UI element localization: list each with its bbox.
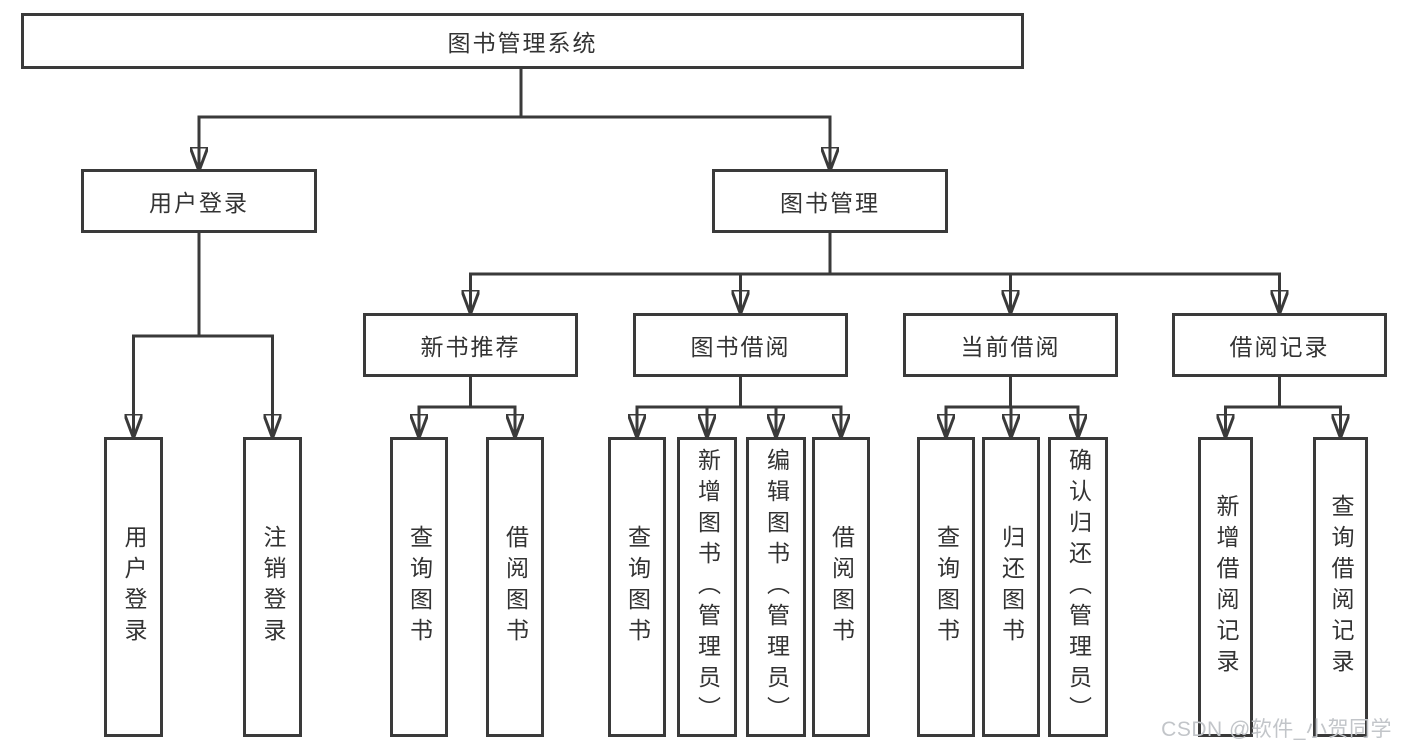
leaf-br-query-record-label: 查询借阅记录 <box>1328 494 1354 680</box>
leaf-bb-edit-book-admin-label: 编辑图书（管理员） <box>763 447 790 727</box>
leaf-bb-edit-book-admin: 编辑图书（管理员） <box>746 437 806 737</box>
node-root-system: 图书管理系统 <box>21 13 1024 69</box>
leaf-user-logout: 注销登录 <box>243 437 302 737</box>
node-current-borrow: 当前借阅 <box>903 313 1118 377</box>
leaf-cb-confirm-return-admin: 确认归还（管理员） <box>1048 437 1108 737</box>
node-user-login-label: 用户登录 <box>149 190 249 216</box>
leaf-user-login: 用户登录 <box>104 437 163 737</box>
leaf-cb-return-book: 归还图书 <box>982 437 1040 737</box>
leaf-bb-add-book-admin-label: 新增图书（管理员） <box>694 447 721 727</box>
leaf-bb-query-book-label: 查询图书 <box>624 525 651 649</box>
leaf-bb-borrow-book: 借阅图书 <box>812 437 870 737</box>
node-current-borrow-label: 当前借阅 <box>960 334 1061 360</box>
leaf-bb-add-book-admin: 新增图书（管理员） <box>677 437 737 737</box>
node-book-management: 图书管理 <box>712 169 948 233</box>
leaf-br-add-record: 新增借阅记录 <box>1198 437 1253 737</box>
leaf-nb-borrow-book-label: 借阅图书 <box>502 525 529 649</box>
leaf-user-login-label: 用户登录 <box>121 525 147 649</box>
csdn-watermark: CSDN @软件_小贺同学 <box>1161 718 1392 741</box>
leaf-cb-return-book-label: 归还图书 <box>998 525 1025 649</box>
node-borrow-record: 借阅记录 <box>1172 313 1387 377</box>
node-borrow-record-label: 借阅记录 <box>1229 334 1330 360</box>
leaf-br-add-record-label: 新增借阅记录 <box>1213 494 1239 680</box>
leaf-cb-confirm-return-admin-label: 确认归还（管理员） <box>1065 447 1092 727</box>
node-book-management-label: 图书管理 <box>780 190 880 216</box>
leaf-nb-borrow-book: 借阅图书 <box>486 437 544 737</box>
node-root-label: 图书管理系统 <box>447 30 598 56</box>
leaf-br-query-record: 查询借阅记录 <box>1313 437 1368 737</box>
leaf-cb-query-book-label: 查询图书 <box>933 525 960 649</box>
leaf-user-logout-label: 注销登录 <box>260 525 286 649</box>
node-user-login: 用户登录 <box>81 169 317 233</box>
node-new-book-recommend-label: 新书推荐 <box>420 334 521 360</box>
leaf-bb-borrow-book-label: 借阅图书 <box>828 525 855 649</box>
node-new-book-recommend: 新书推荐 <box>363 313 578 377</box>
leaf-nb-query-book: 查询图书 <box>390 437 448 737</box>
node-book-borrow-label: 图书借阅 <box>690 334 791 360</box>
leaf-bb-query-book: 查询图书 <box>608 437 666 737</box>
node-book-borrow: 图书借阅 <box>633 313 848 377</box>
leaf-cb-query-book: 查询图书 <box>917 437 975 737</box>
leaf-nb-query-book-label: 查询图书 <box>406 525 433 649</box>
